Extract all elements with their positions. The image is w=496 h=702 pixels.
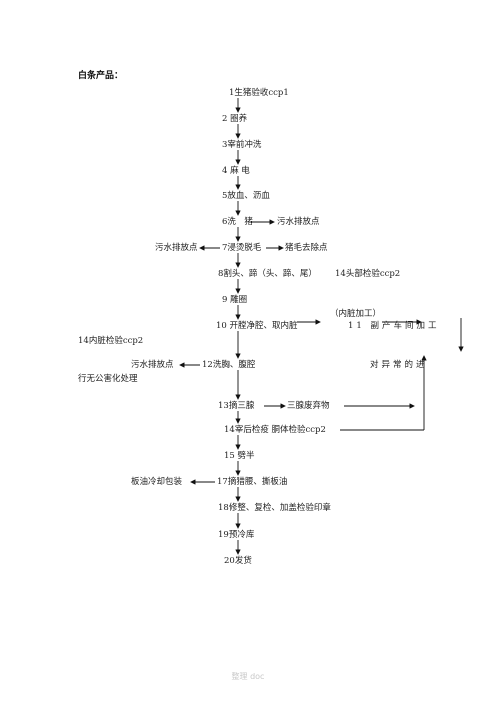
- step-8-head-hoof-removal: 8割头、蹄（头、蹄、尾）: [218, 269, 317, 279]
- abnormal-handling-note-continued: 行无公害化处理: [78, 374, 138, 384]
- wastewater-discharge-label: 污水排放点: [155, 243, 198, 253]
- step-20-shipping: 20发货: [224, 556, 252, 566]
- hair-removal-label: 猪毛去除点: [285, 243, 328, 253]
- step-15-splitting: 15 劈半: [224, 451, 255, 461]
- step-5-bleeding: 5放血、沥血: [222, 191, 270, 201]
- step-7-scalding-dehairing: 7浸烫脱毛: [222, 243, 262, 253]
- page-title: 白条产品：: [78, 71, 124, 81]
- leaf-fat-packaging-label: 板油冷却包装: [131, 477, 183, 487]
- step-9-anus-cutting: 9 雕圈: [222, 295, 248, 305]
- step-14-carcass-inspection: 14宰后检疫 胴体检验ccp2: [224, 425, 326, 435]
- wastewater-discharge-label: 污水排放点: [131, 360, 174, 370]
- step-3-pre-slaughter-wash: 3宰前冲洗: [222, 140, 262, 150]
- viscera-inspection-label: 14内脏检验ccp2: [78, 336, 144, 346]
- head-inspection-label: 14头部检验ccp2: [335, 269, 401, 279]
- step-19-chilling-room: 19预冷库: [218, 530, 255, 540]
- step-1-live-pig-inspection: 1生猪验收ccp1: [229, 88, 289, 98]
- step-17-leaf-fat-removal: 17摘猎腰、撕板油: [217, 477, 288, 487]
- step-18-trimming-stamping: 18修整、复检、加盖检验印章: [218, 503, 331, 513]
- step-11-byproduct-processing: 11 副产车间加工: [348, 321, 440, 331]
- step-6-washing: 6洗 猪: [222, 217, 253, 227]
- wastewater-discharge-label: 污水排放点: [277, 217, 320, 227]
- step-13-gland-removal: 13摘三腺: [218, 401, 255, 411]
- step-12-cavity-wash: 12洗胸、腹腔: [202, 360, 256, 370]
- viscera-processing-note: （内脏加工）: [330, 309, 382, 319]
- step-4-stunning: 4 麻 电: [222, 166, 250, 176]
- step-2-pen-holding: 2 圈养: [222, 114, 248, 124]
- step-10-evisceration: 10 开膛净腔、取内脏: [216, 321, 298, 331]
- abnormal-handling-note: 对异常的进: [370, 360, 428, 370]
- page-footer: 整理 doc: [231, 672, 265, 681]
- gland-waste-label: 三腺废弃物: [287, 401, 330, 411]
